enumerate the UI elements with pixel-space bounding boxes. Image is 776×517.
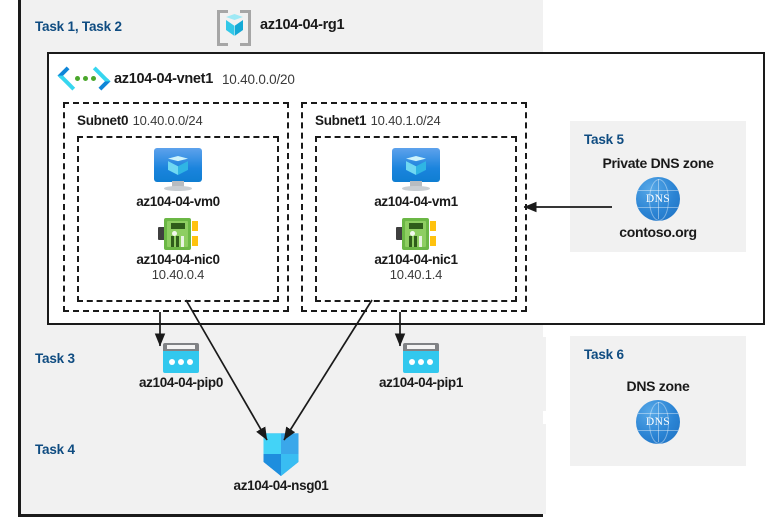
resource-group-title: az104-04-rg1	[217, 8, 345, 46]
subnet-0-cidr: 10.40.0.0/24	[132, 113, 203, 128]
virtual-network-name: az104-04-vnet1	[114, 71, 213, 87]
nic-1-ip: 10.40.1.4	[389, 267, 443, 282]
vm-node-1[interactable]: az104-04-vm1	[331, 148, 501, 209]
task4-panel: Task 4 az104-04-nsg01	[21, 424, 546, 514]
dns-globe-icon: DNS	[636, 400, 680, 444]
virtual-machine-icon	[392, 148, 440, 192]
nic-1-name: az104-04-nic1	[374, 252, 458, 267]
nic-node-1[interactable]: az104-04-nic1 10.40.1.4	[331, 218, 501, 282]
task-label-3: Task 3	[35, 351, 75, 366]
task6-panel: Task 6 DNS zone DNS	[570, 336, 746, 466]
vm-node-0[interactable]: az104-04-vm0	[93, 148, 263, 209]
public-ip-0-name: az104-04-pip0	[139, 375, 223, 390]
resource-group-name: az104-04-rg1	[260, 17, 345, 33]
public-ip-icon	[163, 343, 199, 373]
nsg-node[interactable]: az104-04-nsg01	[196, 432, 366, 493]
vm-1-name: az104-04-vm1	[374, 194, 458, 209]
network-interface-icon	[396, 218, 436, 250]
task3-panel: Task 3 az104-04-pip0 az104-04-pip1	[21, 337, 546, 411]
task-label-1-2: Task 1, Task 2	[35, 19, 122, 34]
virtual-network-cidr: 10.40.0.0/20	[221, 71, 295, 87]
private-dns-zone-name: contoso.org	[619, 224, 697, 240]
subnet-1-title: Subnet1 10.40.1.0/24	[315, 112, 441, 130]
public-ip-node-1[interactable]: az104-04-pip1	[336, 343, 506, 390]
resource-group-panel: Task 1, Task 2 az104-04-rg1 az104-04-vne…	[18, 0, 765, 517]
dns-zone-heading: DNS zone	[626, 378, 690, 394]
virtual-network-icon	[57, 66, 111, 91]
subnet-0-resource-box: az104-04-vm0 az104-04-nic0 10.40.0.4	[77, 136, 279, 302]
subnet-1-cidr: 10.40.1.0/24	[370, 113, 441, 128]
task5-panel: Task 5 Private DNS zone DNS contoso.org	[570, 121, 746, 252]
virtual-network-title: az104-04-vnet1 10.40.0.0/20	[57, 66, 295, 91]
network-interface-icon	[158, 218, 198, 250]
task-label-5: Task 5	[584, 132, 624, 147]
subnet-box-1: Subnet1 10.40.1.0/24 az104-04-vm1	[301, 102, 527, 312]
private-dns-zone-heading: Private DNS zone	[602, 155, 714, 171]
public-ip-node-0[interactable]: az104-04-pip0	[96, 343, 266, 390]
virtual-machine-icon	[154, 148, 202, 192]
nic-0-ip: 10.40.0.4	[151, 267, 205, 282]
subnet-1-name: Subnet1	[315, 113, 367, 128]
subnet-0-name: Subnet0	[77, 113, 129, 128]
private-dns-zone-node[interactable]: DNS contoso.org	[570, 177, 746, 240]
public-ip-icon	[403, 343, 439, 373]
task-label-4: Task 4	[35, 442, 75, 457]
subnet-1-resource-box: az104-04-vm1 az104-04-nic1 10.40.1.4	[315, 136, 517, 302]
dns-icon-text: DNS	[645, 416, 671, 428]
dns-globe-icon: DNS	[636, 177, 680, 221]
public-ip-1-name: az104-04-pip1	[379, 375, 463, 390]
nic-0-name: az104-04-nic0	[136, 252, 220, 267]
subnet-box-0: Subnet0 10.40.0.0/24 az104-04-vm0	[63, 102, 289, 312]
dns-zone-node[interactable]: DNS	[570, 400, 746, 444]
nsg-name: az104-04-nsg01	[233, 478, 329, 493]
subnet-0-title: Subnet0 10.40.0.0/24	[77, 112, 203, 130]
task-label-6: Task 6	[584, 347, 624, 362]
nic-node-0[interactable]: az104-04-nic0 10.40.0.4	[93, 218, 263, 282]
network-security-group-shield-icon	[262, 432, 300, 476]
resource-group-cube-icon	[217, 8, 251, 46]
vm-0-name: az104-04-vm0	[136, 194, 220, 209]
dns-icon-text: DNS	[645, 193, 671, 205]
